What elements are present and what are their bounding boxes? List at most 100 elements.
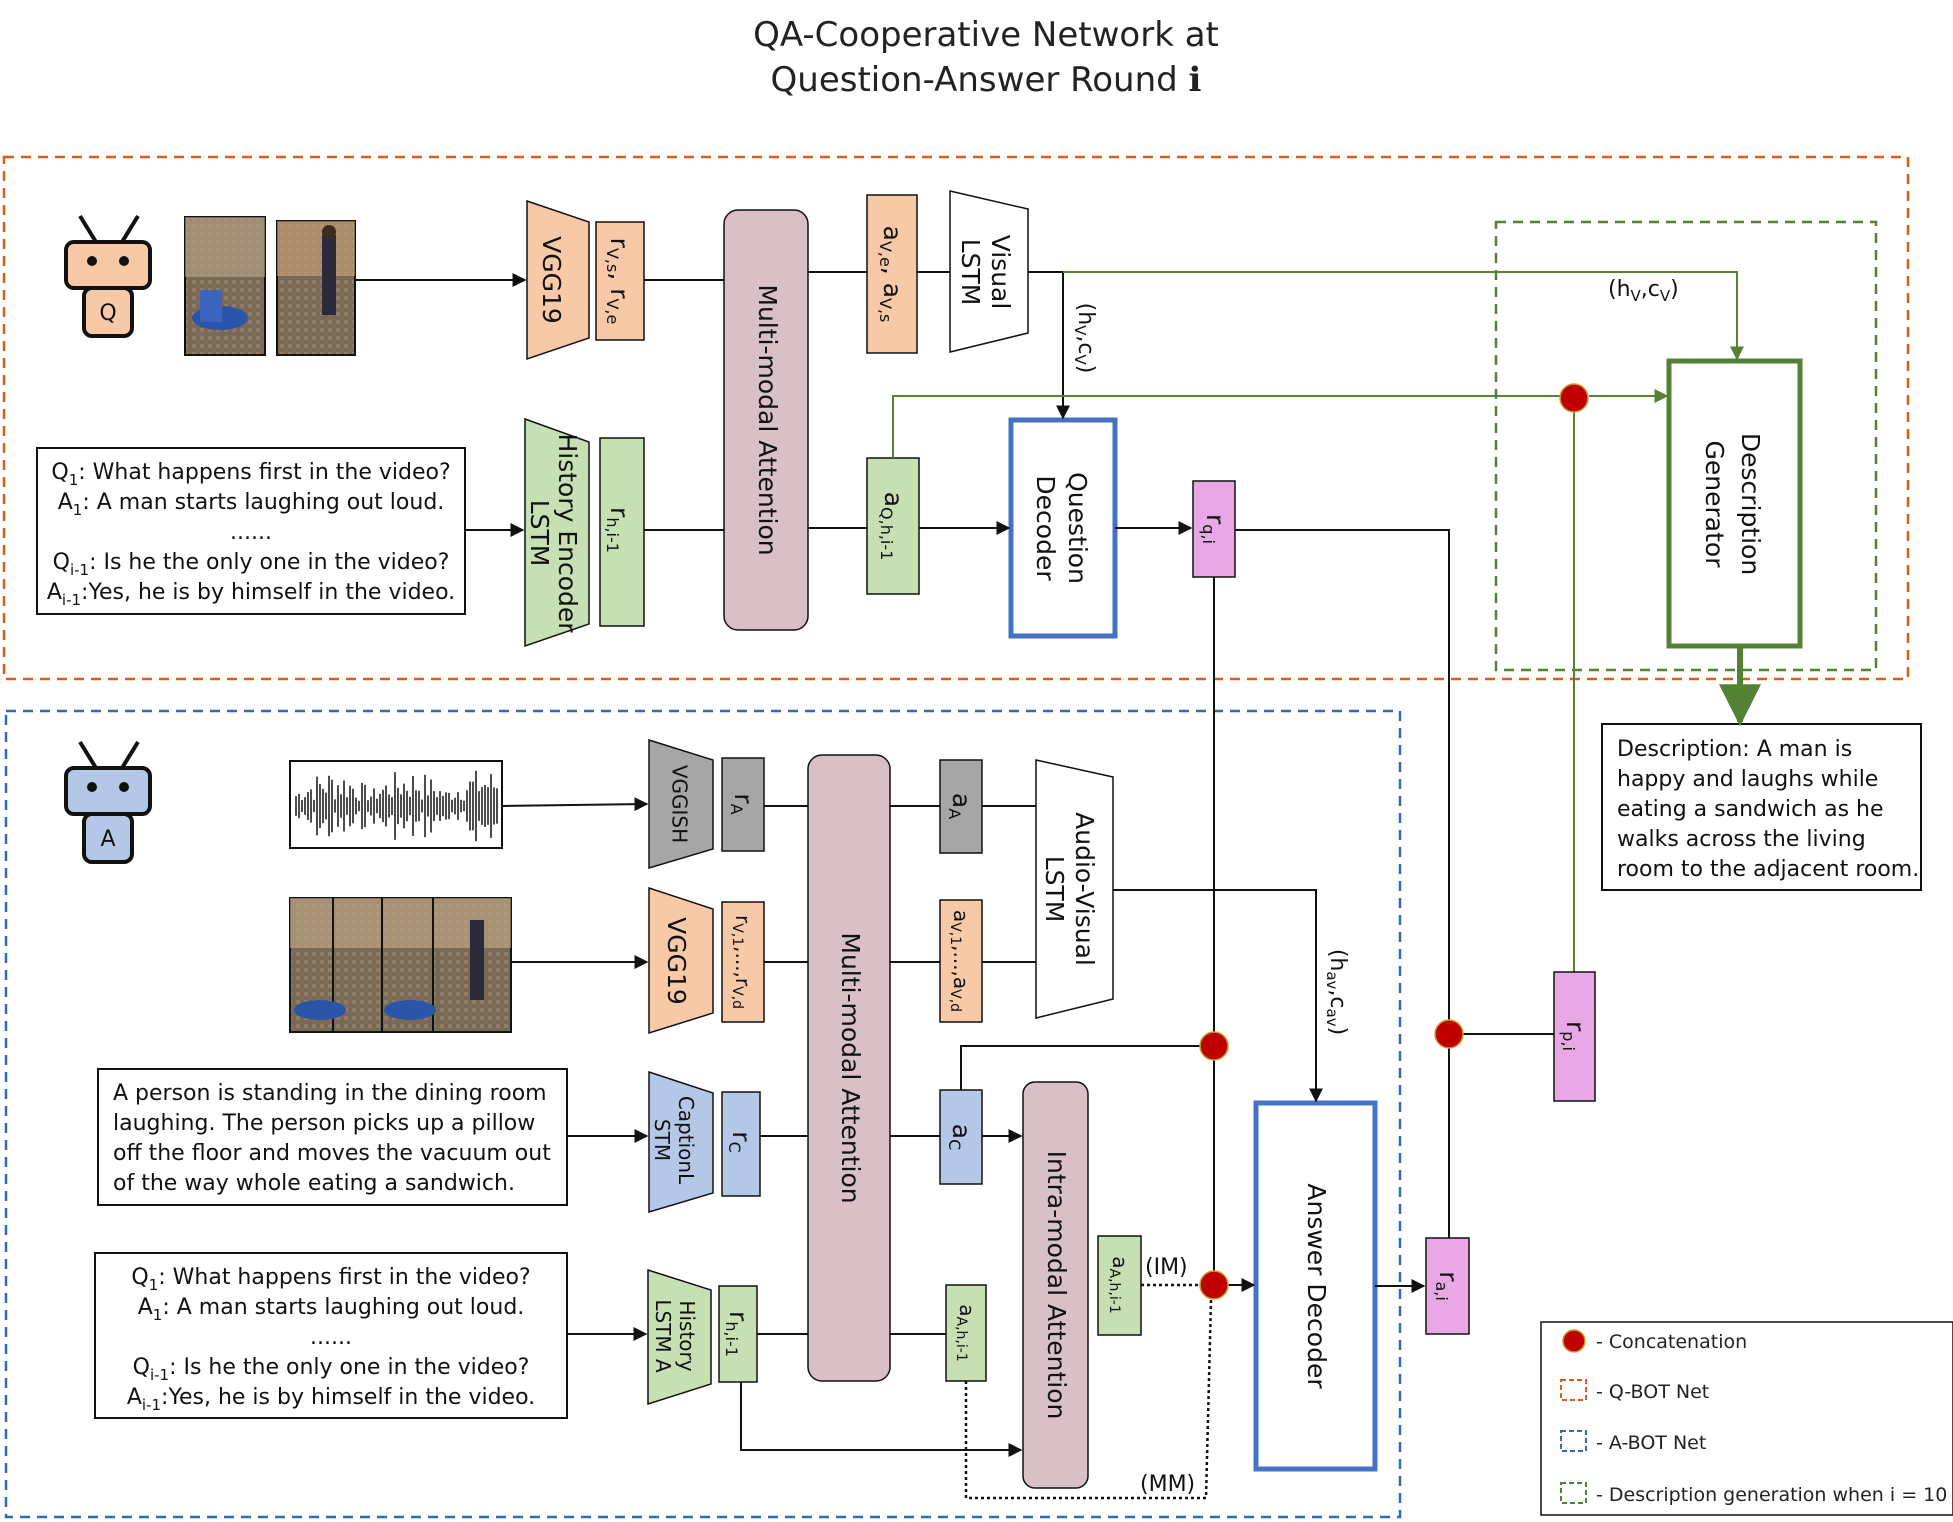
abot-vggish [648,738,714,870]
history-line: ...... [230,520,272,545]
legend-concat-icon [1562,1329,1586,1353]
qbot-region [2,155,1910,681]
abot-vggish-label: VGGISH [668,765,692,843]
legend-qbot-icon [1560,1379,1587,1401]
abot-caption-lstm-label: CaptionLSTM [650,1096,698,1185]
history-line: Ai-1:Yes, he is by himself in the video. [47,580,455,609]
history-line: Qi-1: Is he the only one in the video? [133,1355,530,1384]
caption-line: laughing. The person picks up a pillow [113,1111,535,1136]
qbot-r-h-label: rh,i-1 [604,507,635,553]
abot-a-v [939,899,983,1023]
abot-a-ah-label: aA,h,i-1 [953,1304,980,1361]
answer-decoder [1253,1100,1378,1472]
description-output-text: Description: A man is happy and laughs wh… [1617,737,1919,882]
history-line: A1: A man starts laughing out loud. [58,490,445,519]
description-line: happy and laughs while [1617,767,1878,792]
description-output-box [1601,723,1922,891]
qbot-r-q-label: rq,i [1200,514,1231,544]
audio-waveform [289,760,503,849]
qbot-history-text: Q1: What happens first in the video?A1: … [47,460,455,609]
qbot-history-box [36,447,466,615]
description-line: eating a sandwich as he [1617,797,1884,822]
abot-r-v [721,901,765,1023]
abot-history-lstm [647,1268,712,1406]
legend-box [1540,1321,1953,1516]
abot-r-a-out-label: ra,i [1433,1271,1464,1301]
qbot-r-h [599,437,645,627]
abot-video-frames [289,897,512,1033]
description-line: walks across the living [1617,827,1866,852]
abot-a-ah [945,1284,987,1382]
description-line: Description: A man is [1617,737,1852,762]
caption-line: A person is standing in the dining room [113,1081,547,1106]
qbot-visual-lstm-label: VisualLSTM [956,235,1015,310]
qbot-hv-cv-label: (hV,cV) [1072,303,1099,374]
history-line: ...... [310,1325,352,1350]
abot-r-p [1553,971,1596,1102]
abot-caption-lstm [648,1070,714,1214]
caption-line: off the floor and moves the vacuum out [113,1141,551,1166]
abot-r-c-label: rC [726,1131,757,1152]
abot-region [4,709,1402,1519]
description-generator-label: DescriptionGenerator [1700,433,1765,575]
qbot-a-ve-vs-label: aV,e, aV,s [877,226,908,323]
description-generator [1666,358,1803,649]
abot-r-c [721,1091,761,1197]
dotted-connections [964,1283,1213,1500]
description-line: room to the adjacent room. [1617,857,1919,882]
svg-text:Q: Q [99,301,116,326]
legend-abot-label: - A-BOT Net [1596,1432,1706,1454]
qbot-vgg19 [526,199,590,361]
qbot-connections [355,271,1450,1284]
caption-line: of the way whole eating a sandwich. [113,1171,515,1196]
abot-mma-label: Multi-modal Attention [836,932,865,1203]
title-line-2: Question-Answer Round i [771,60,1202,100]
abot-r-h [718,1285,758,1383]
legend-abot-icon [1560,1430,1587,1452]
abot-a-ah-intra-label: aA,h,i-1 [1106,1256,1133,1313]
legend-descgen-label: - Description generation when i = 10 [1596,1484,1947,1506]
abot-history-box [94,1252,568,1419]
legend-qbot-label: - Q-BOT Net [1596,1381,1709,1403]
abot-r-v-label: rV,1,...,rV,d [729,915,756,1009]
concat-node-descgen [1559,383,1589,413]
qbot-history-encoder [524,417,590,648]
qbot-mma-label: Multi-modal Attention [753,284,782,555]
abot-multimodal-attention [807,754,891,1382]
history-line: Ai-1:Yes, he is by himself in the video. [127,1385,535,1414]
qbot-r-vs-ve [595,221,645,341]
abot-vgg19 [648,886,714,1035]
legend-descgen-icon [1560,1482,1587,1504]
abot-r-h-label: rh,i-1 [723,1311,754,1357]
qbot-history-encoder-label: History EncoderLSTM [525,433,582,633]
abot-vgg19-label: VGG19 [662,917,691,1005]
abot-intra-modal-attention [1022,1081,1089,1489]
abot-r-a-label: rA [728,793,759,814]
concat-node-ac [1199,1031,1229,1061]
abot-hav-cav-label: (hav,cav) [1324,949,1351,1035]
abot-connections [501,797,1554,1457]
qbot-r-vs-ve-label: rV,s, rV,e [604,238,635,325]
legend-concat-label: - Concatenation [1596,1331,1747,1353]
im-label: (IM) [1145,1255,1188,1280]
question-decoder-label: QuestionDecoder [1031,472,1092,584]
abot-r-p-label: rp,i [1560,1021,1591,1051]
history-line: A1: A man starts laughing out loud. [138,1295,525,1324]
mm-label: (MM) [1140,1472,1195,1497]
abot-audio-visual-lstm-label: Audio-VisualLSTM [1040,812,1099,966]
caption-text: A person is standing in the dining room l… [113,1081,551,1196]
descgen-hv-cv-label: (hV,cV) [1608,277,1679,305]
abot-a-a-label: aA [946,793,977,819]
qbot-multimodal-attention [723,209,809,631]
qbot-a-ve-vs [866,194,918,354]
history-line: Qi-1: Is he the only one in the video? [53,550,450,579]
concat-node-answer [1199,1270,1229,1300]
answer-decoder-label: Answer Decoder [1302,1183,1331,1389]
question-decoder [1008,417,1118,639]
robot-a-icon: A [64,740,152,864]
qbot-a-q [866,457,920,595]
history-line: Q1: What happens first in the video? [131,1265,530,1294]
history-line: Q1: What happens first in the video? [51,460,450,489]
svg-text:A: A [100,827,115,852]
